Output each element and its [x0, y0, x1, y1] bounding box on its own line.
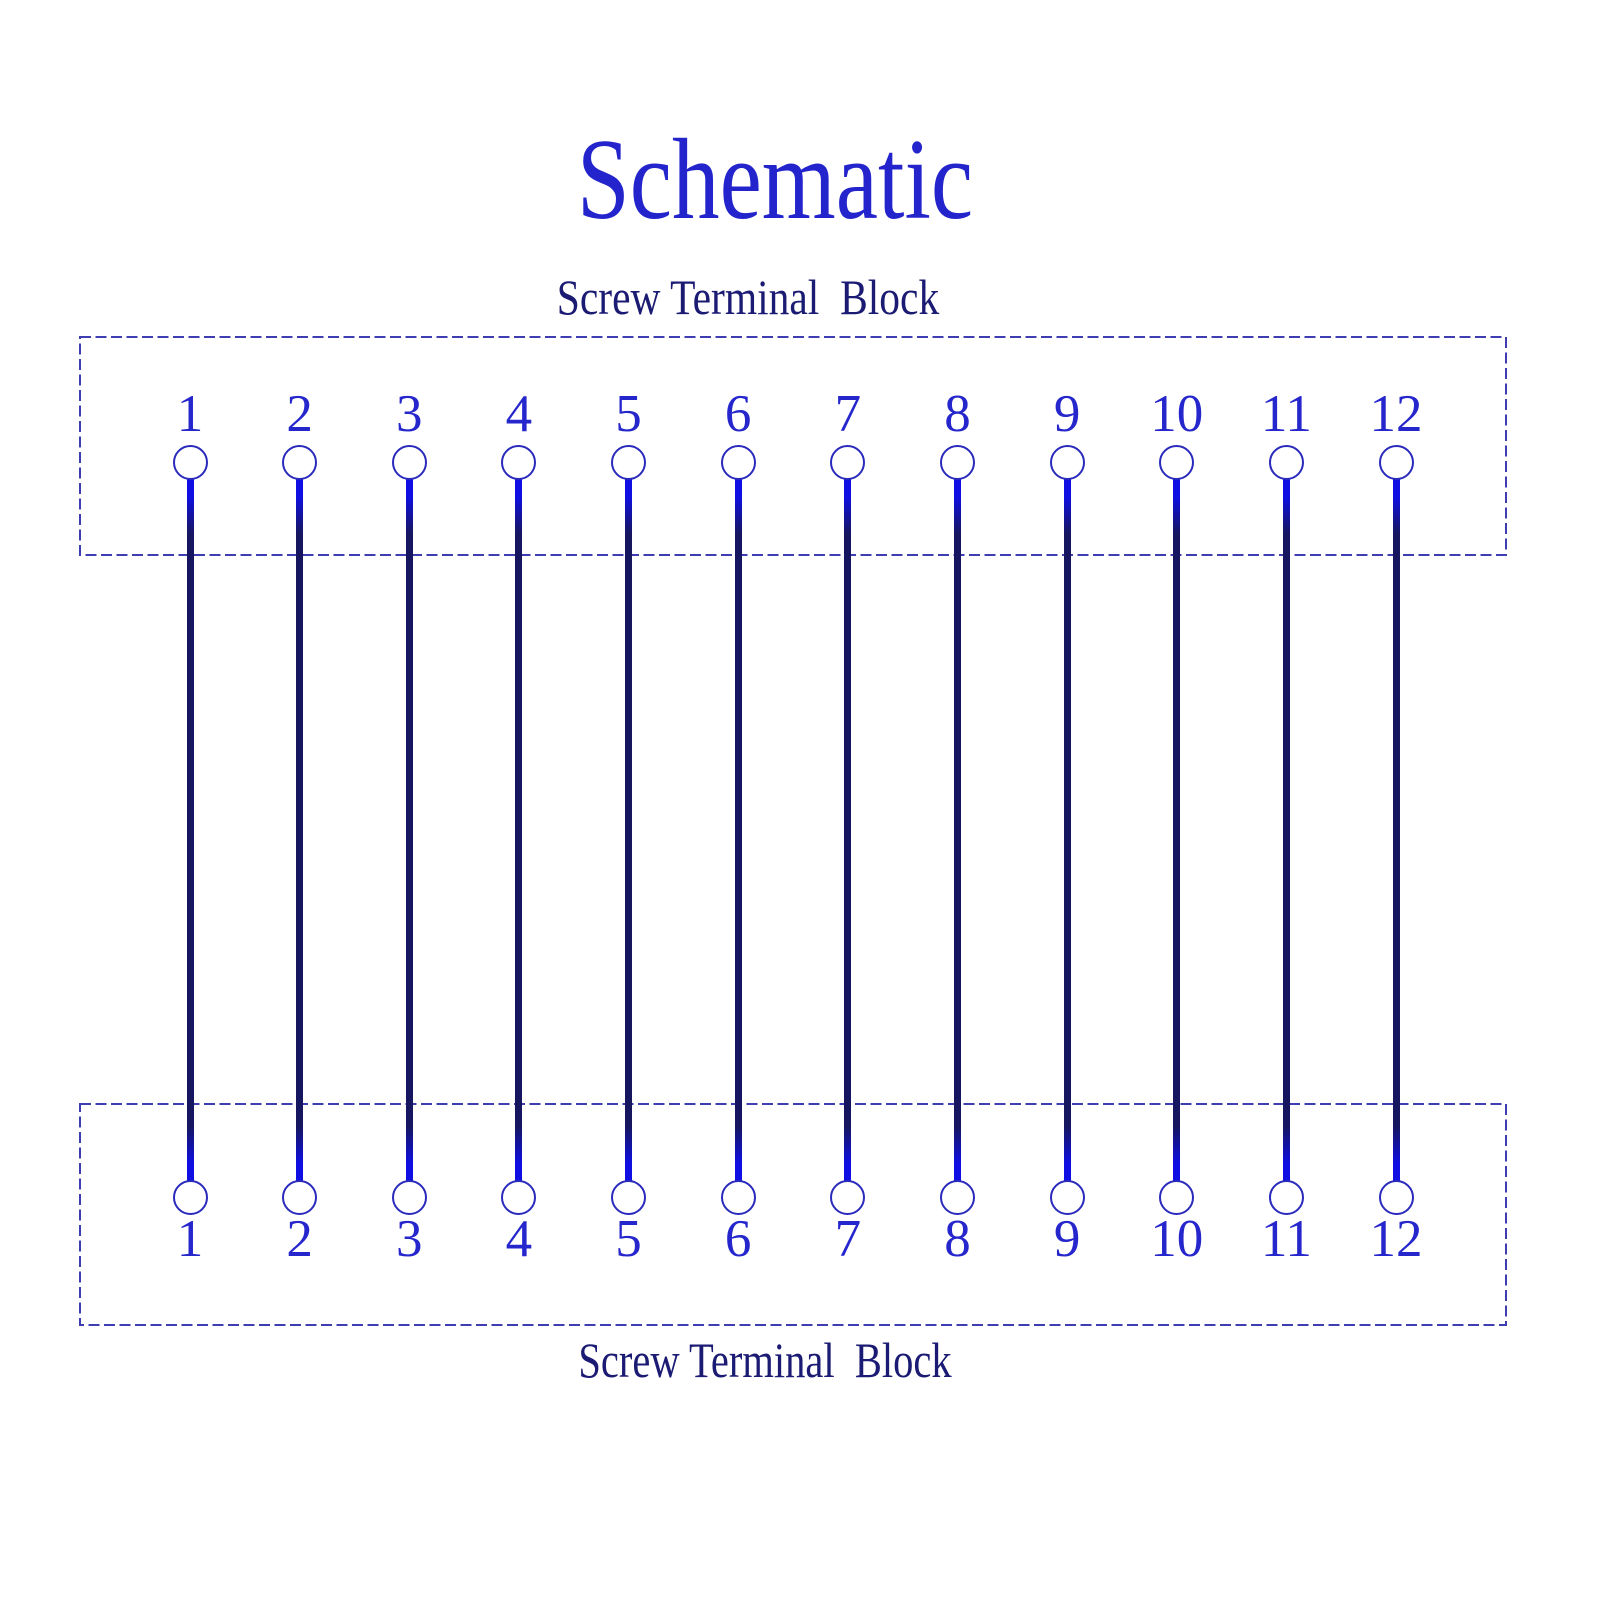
top-terminal-6-circle: [720, 445, 756, 480]
bottom-terminal-8-number: 8: [944, 1210, 971, 1268]
bottom-terminal-6-circle: [720, 1179, 756, 1215]
bottom-terminal-12-number: 12: [1369, 1210, 1423, 1268]
top-terminal-11-circle: [1268, 445, 1304, 480]
top-terminal-9-circle: [1049, 445, 1085, 480]
top-block-label: Screw Terminal Block: [556, 269, 940, 325]
bottom-terminal-1-number: 1: [176, 1210, 204, 1268]
top-terminal-8-number: 8: [944, 385, 971, 443]
bottom-terminal-3-circle: [391, 1179, 427, 1215]
bottom-terminal-2-circle: [282, 1179, 318, 1215]
top-terminal-11-number: 11: [1260, 385, 1312, 443]
bottom-block-label: Screw Terminal Block: [578, 1332, 952, 1388]
bottom-terminal-7-number: 7: [834, 1210, 862, 1268]
wire-1-to-1: [186, 479, 194, 1181]
bottom-terminal-11-circle: [1268, 1179, 1304, 1215]
top-terminal-3-number: 3: [396, 385, 423, 443]
wire-10-to-10: [1173, 479, 1181, 1181]
bottom-block-border: [79, 1103, 1507, 1326]
wire-2-to-2: [296, 479, 304, 1181]
bottom-terminal-3-number: 3: [396, 1210, 423, 1268]
wire-8-to-8: [953, 479, 961, 1181]
top-terminal-2-number: 2: [286, 385, 313, 443]
top-terminal-6-number: 6: [724, 385, 752, 443]
bottom-terminal-6-number: 6: [724, 1210, 752, 1268]
top-terminal-4-circle: [501, 445, 537, 480]
top-terminal-7-number: 7: [834, 385, 862, 443]
bottom-terminal-10-circle: [1159, 1179, 1195, 1215]
top-terminal-12-circle: [1378, 445, 1414, 480]
top-terminal-5-circle: [611, 445, 647, 480]
wire-3-to-3: [405, 479, 413, 1181]
wire-6-to-6: [734, 479, 742, 1181]
top-terminal-9-number: 9: [1053, 385, 1081, 443]
top-terminal-8-circle: [939, 445, 975, 480]
top-terminal-1-circle: [172, 445, 208, 480]
page-title: Schematic: [576, 116, 974, 244]
bottom-terminal-7-circle: [830, 1179, 866, 1215]
bottom-terminal-4-number: 4: [505, 1210, 533, 1268]
bottom-terminal-9-circle: [1049, 1179, 1085, 1215]
bottom-terminal-8-circle: [939, 1179, 975, 1215]
bottom-terminal-4-circle: [501, 1179, 537, 1215]
top-terminal-4-number: 4: [505, 385, 533, 443]
bottom-terminal-5-circle: [611, 1179, 647, 1215]
wire-7-to-7: [844, 479, 852, 1181]
wire-9-to-9: [1063, 479, 1071, 1181]
bottom-terminal-2-number: 2: [286, 1210, 313, 1268]
wire-4-to-4: [515, 479, 523, 1181]
top-terminal-10-circle: [1159, 445, 1195, 480]
wire-11-to-11: [1282, 479, 1290, 1181]
top-block-border: [79, 336, 1507, 556]
top-terminal-10-number: 10: [1150, 385, 1204, 443]
wire-5-to-5: [625, 479, 633, 1181]
top-terminal-1-number: 1: [176, 385, 204, 443]
bottom-terminal-12-circle: [1378, 1179, 1414, 1215]
top-terminal-3-circle: [391, 445, 427, 480]
top-terminal-12-number: 12: [1369, 385, 1423, 443]
top-terminal-7-circle: [830, 445, 866, 480]
bottom-terminal-10-number: 10: [1150, 1210, 1204, 1268]
bottom-terminal-9-number: 9: [1053, 1210, 1081, 1268]
top-terminal-5-number: 5: [615, 385, 642, 443]
wire-12-to-12: [1392, 479, 1400, 1181]
bottom-terminal-5-number: 5: [615, 1210, 642, 1268]
top-terminal-2-circle: [282, 445, 318, 480]
bottom-terminal-11-number: 11: [1260, 1210, 1312, 1268]
bottom-terminal-1-circle: [172, 1179, 208, 1215]
